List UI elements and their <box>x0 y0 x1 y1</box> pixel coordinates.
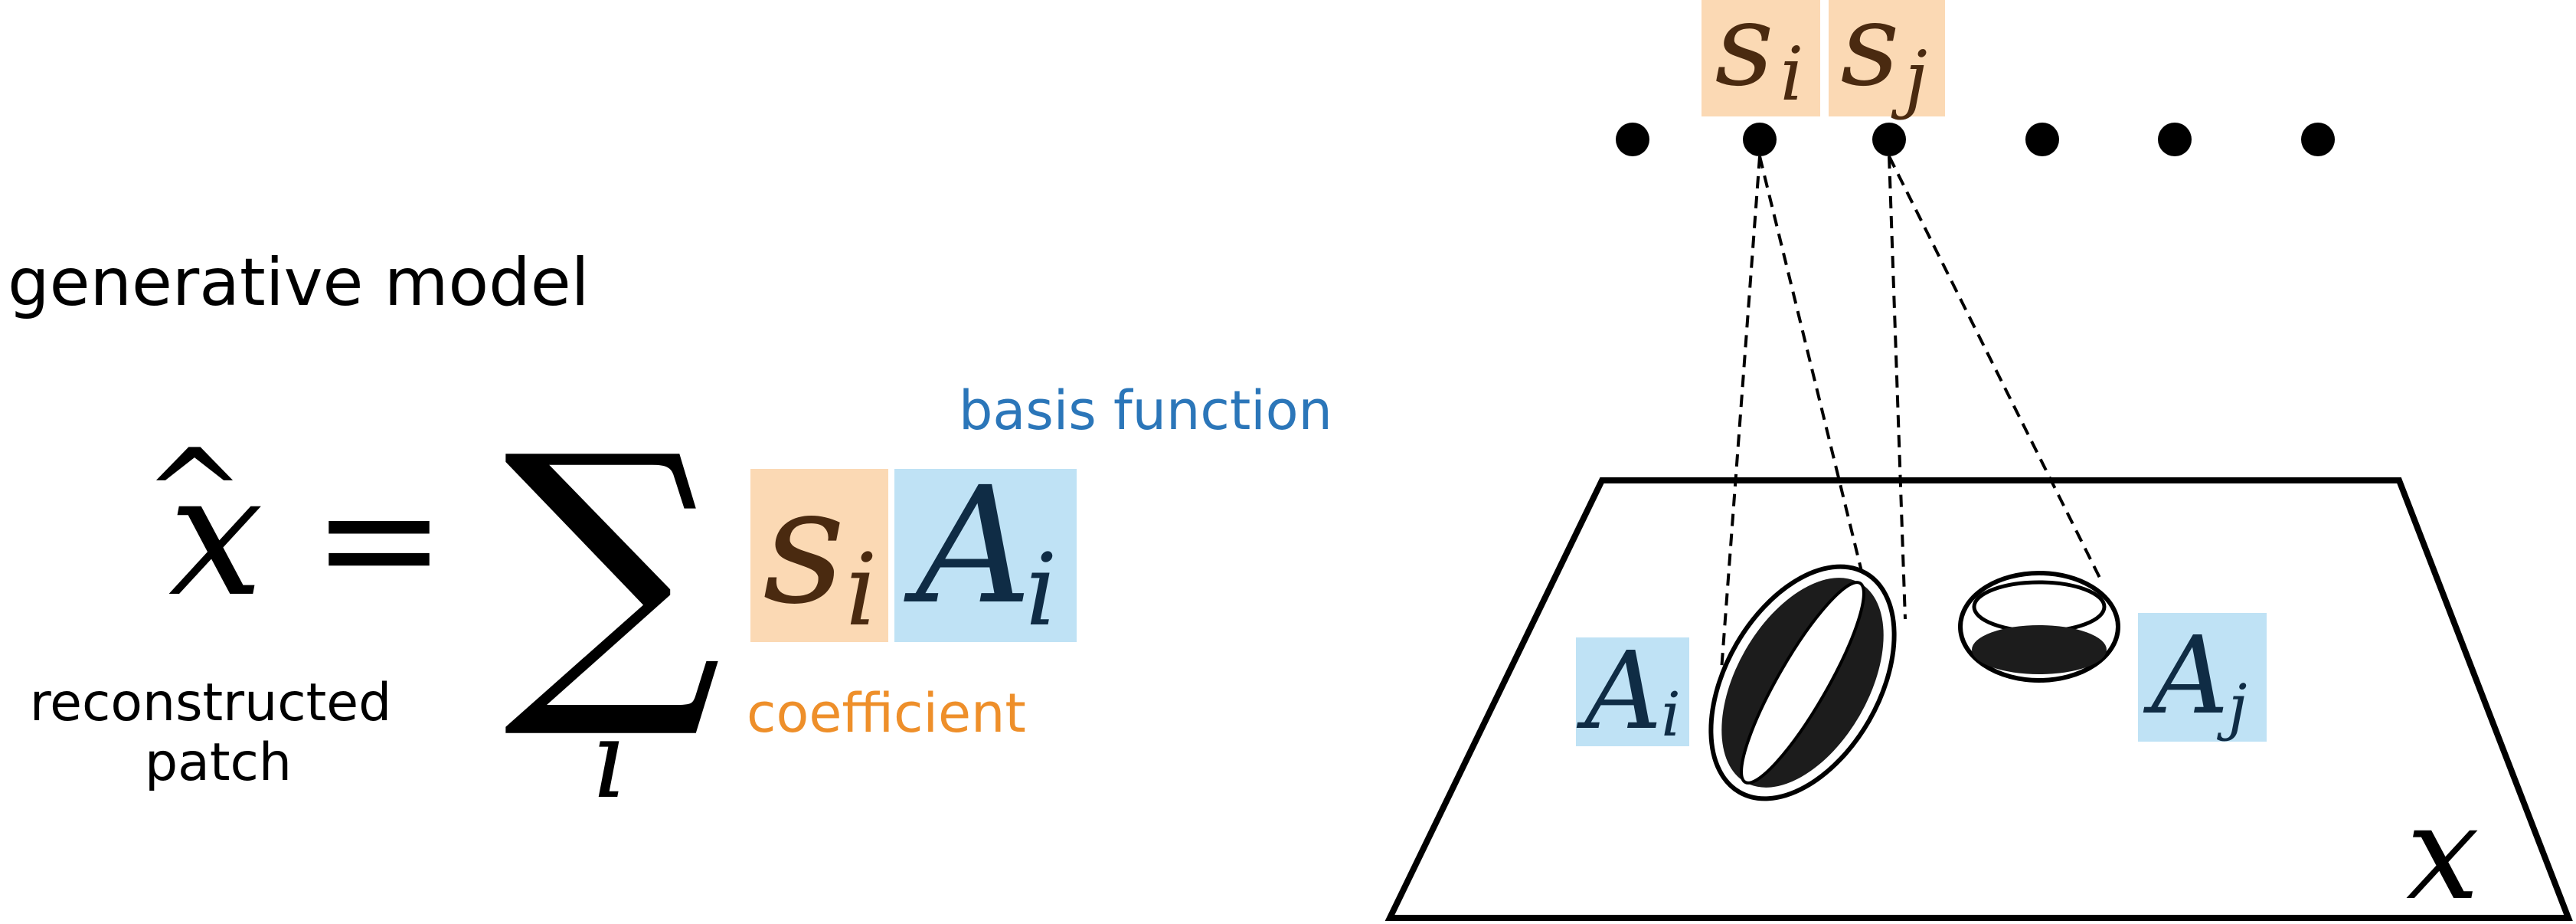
basis-patch-i <box>1708 564 1897 801</box>
basis-label-A-i: A <box>1576 629 1662 754</box>
label-coefficient: coefficient <box>747 682 1026 745</box>
eq-sum-symbol: ∑ <box>503 391 722 747</box>
eq-coefficient-subscript-i: i <box>845 532 878 648</box>
basis-patch-j-upper-ring <box>1972 580 2107 634</box>
unit-dot-1 <box>1616 123 1649 156</box>
label-reconstructed-line2: patch <box>145 732 292 793</box>
projection-line-sj-right <box>1888 156 2104 583</box>
eq-basis-A: A <box>904 452 1032 640</box>
basis-label-box-i <box>1576 637 1689 746</box>
eq-coefficient-box <box>750 469 888 642</box>
eq-x-hat-symbol: x <box>168 437 263 634</box>
generative-model-panel: generative model ^ x = ∑ i s i A i basis… <box>8 244 1332 823</box>
top-coefficient-box-i <box>1702 0 1820 116</box>
top-coefficient-box-j <box>1829 0 1945 116</box>
basis-label-subscript-i: i <box>1661 679 1681 750</box>
basis-patch-j-lower-dark <box>1972 625 2107 674</box>
eq-x-hat-hat: ^ <box>143 422 246 565</box>
eq-sum-index: i <box>593 698 628 823</box>
projection-line-sj-left <box>1888 156 1907 620</box>
eq-coefficient-s: s <box>763 452 845 640</box>
projection-line-si-left <box>1720 156 1761 671</box>
label-reconstructed-line1: reconstructed <box>30 673 392 733</box>
unit-dot-sj <box>1872 123 1906 156</box>
basis-patch-j <box>1958 571 2120 683</box>
image-plane <box>1384 477 2573 921</box>
eq-equals: = <box>312 444 446 632</box>
projection-lines <box>1720 156 2104 671</box>
eq-basis-box <box>894 469 1077 642</box>
unit-dot-5 <box>2158 123 2192 156</box>
label-basis-function: basis function <box>959 379 1332 442</box>
network-panel: s i s j x A i <box>1384 0 2573 924</box>
top-coefficient-subscript-i: i <box>1780 31 1804 117</box>
heading-generative-model: generative model <box>8 244 590 321</box>
top-coefficient-s-i: s <box>1715 0 1774 112</box>
basis-label-box-j <box>2138 613 2267 742</box>
top-coefficient-s-j: s <box>1841 0 1900 112</box>
image-plane-label-x: x <box>2406 778 2480 924</box>
eq-basis-subscript-i: i <box>1025 532 1058 648</box>
basis-patch-i-light-stripe <box>1740 581 1865 785</box>
projection-line-si-right <box>1758 156 1866 585</box>
unit-dot-4 <box>2025 123 2059 156</box>
basis-label-A-j: A <box>2143 614 2228 739</box>
unit-dot-si <box>1743 123 1777 156</box>
unit-dot-6 <box>2301 123 2335 156</box>
